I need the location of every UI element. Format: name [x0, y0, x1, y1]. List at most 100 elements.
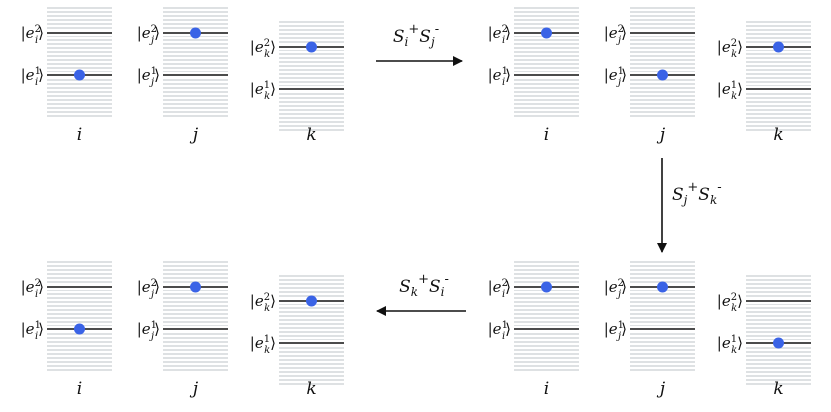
ket-bar: |	[488, 320, 493, 338]
ket-close: ⟩	[505, 320, 511, 338]
ket-close: ⟩	[621, 320, 627, 338]
site-label: j	[189, 125, 199, 145]
ket-bar: |	[604, 320, 609, 338]
ket-symbol: e	[493, 24, 502, 42]
ket-symbol: e	[609, 24, 618, 42]
ket-bar: |	[604, 24, 609, 42]
electron-dot	[190, 281, 201, 293]
ket-symbol: e	[493, 320, 502, 338]
transition-Si+Sj-: Si+Sj-	[376, 22, 463, 66]
op-sup: -	[717, 180, 721, 195]
ket-close: ⟩	[38, 24, 44, 42]
electron-dot	[190, 27, 201, 39]
ket-close: ⟩	[154, 24, 160, 42]
ket-symbol: e	[255, 38, 264, 56]
ket-level: 2	[35, 24, 41, 35]
electron-dot	[74, 323, 85, 335]
electron-dot	[306, 295, 317, 307]
ket-level: 1	[264, 80, 270, 91]
op-base: S	[429, 277, 441, 297]
transition-Sk+Si-: Sk+Si-	[376, 272, 466, 316]
op-sup: -	[435, 22, 439, 37]
ket-site: i	[35, 77, 38, 88]
ket-close: ⟩	[737, 38, 743, 56]
ket-site: i	[502, 331, 505, 342]
electron-dot	[657, 69, 668, 81]
ket-symbol: e	[609, 278, 618, 296]
ket-site: j	[616, 35, 621, 46]
ket-site: j	[616, 77, 621, 88]
op-sub: i	[405, 35, 409, 49]
ket-close: ⟩	[270, 38, 276, 56]
electron-dot	[306, 41, 317, 53]
ket-bar: |	[604, 66, 609, 84]
ket-level: 1	[618, 66, 624, 77]
ket-level: 1	[151, 320, 157, 331]
background-levels	[630, 7, 695, 117]
site-label: j	[656, 125, 666, 145]
ket-close: ⟩	[154, 278, 160, 296]
ket-symbol: e	[609, 66, 618, 84]
op-base: S	[419, 27, 431, 47]
ket-site: k	[264, 303, 270, 314]
ket-symbol: e	[493, 66, 502, 84]
transition-arrows: Si+Sj-Sj+Sk-Sk+Si-	[376, 22, 722, 316]
site-label: k	[773, 379, 783, 399]
electron-dot	[541, 27, 552, 39]
op-sub: i	[441, 285, 445, 299]
op-sup: +	[687, 180, 698, 195]
ket-level: 2	[151, 24, 157, 35]
ket-symbol: e	[26, 24, 35, 42]
ket-site: i	[35, 35, 38, 46]
ket-symbol: e	[609, 320, 618, 338]
ket-site: j	[149, 331, 154, 342]
ket-site: k	[731, 303, 737, 314]
ket-site: i	[35, 289, 38, 300]
op-sub: k	[411, 285, 418, 299]
background-levels	[279, 21, 344, 131]
ket-site: j	[149, 77, 154, 88]
ket-symbol: e	[26, 66, 35, 84]
ket-close: ⟩	[270, 80, 276, 98]
ket-bar: |	[137, 278, 142, 296]
ket-site: i	[35, 331, 38, 342]
site-label: j	[189, 379, 199, 399]
ket-level: 2	[264, 38, 270, 49]
ket-level: 1	[502, 320, 508, 331]
ket-close: ⟩	[621, 66, 627, 84]
ket-symbol: e	[255, 334, 264, 352]
ket-site: i	[502, 35, 505, 46]
ket-close: ⟩	[737, 80, 743, 98]
ket-bar: |	[250, 292, 255, 310]
ket-close: ⟩	[505, 24, 511, 42]
ket-bar: |	[488, 66, 493, 84]
op-sup: +	[408, 22, 419, 37]
ket-close: ⟩	[621, 24, 627, 42]
ket-bar: |	[137, 320, 142, 338]
ket-level: 1	[264, 334, 270, 345]
operator-label: Si+Sj-	[393, 22, 439, 49]
ket-close: ⟩	[737, 292, 743, 310]
site-label: i	[544, 125, 549, 145]
electron-dot	[657, 281, 668, 293]
